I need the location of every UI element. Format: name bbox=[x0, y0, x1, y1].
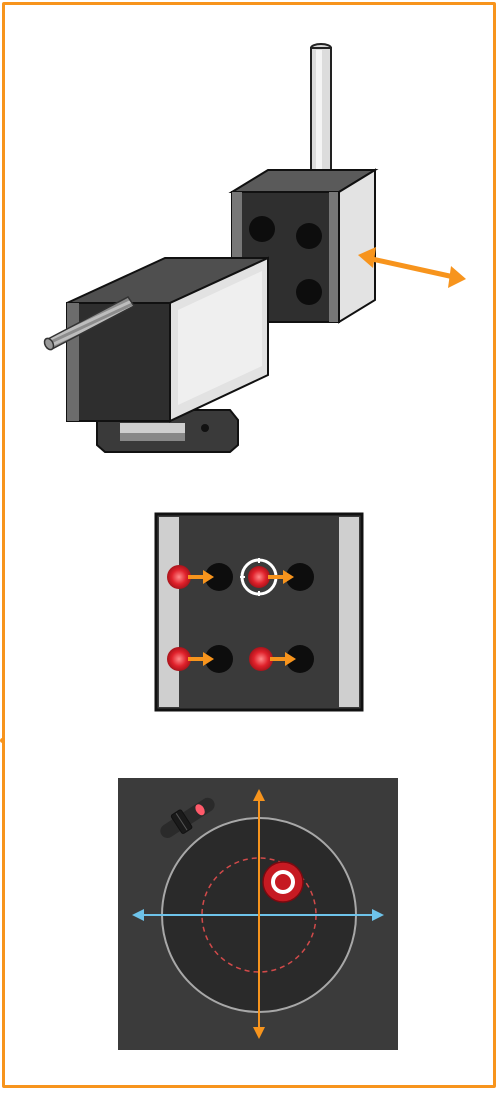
beam-spot-icon bbox=[167, 647, 191, 671]
adjustment-slider-icon bbox=[160, 797, 215, 838]
crosshair-view-panel bbox=[118, 778, 398, 1050]
frame-edge-mark bbox=[0, 738, 5, 743]
beam-alignment-panel bbox=[154, 512, 364, 712]
beam-spot-icon bbox=[167, 565, 191, 589]
support-rod-icon bbox=[310, 43, 332, 189]
threaded-shaft-icon bbox=[43, 296, 136, 351]
movement-arrow-icon bbox=[358, 247, 466, 288]
shift-arrow-icon bbox=[188, 570, 296, 666]
diagram-frame bbox=[2, 2, 496, 1088]
aperture-icon bbox=[205, 645, 233, 673]
camera-and-target-illustration bbox=[43, 43, 466, 453]
horizontal-axis-icon bbox=[132, 909, 384, 921]
beam-spot-icon bbox=[249, 647, 273, 671]
aperture-icon bbox=[286, 645, 314, 673]
aperture-icon bbox=[286, 563, 314, 591]
camera-body-icon bbox=[43, 256, 269, 453]
aperture-icon bbox=[205, 563, 233, 591]
target-spot-icon bbox=[262, 861, 304, 903]
vertical-axis-icon bbox=[253, 789, 265, 1039]
